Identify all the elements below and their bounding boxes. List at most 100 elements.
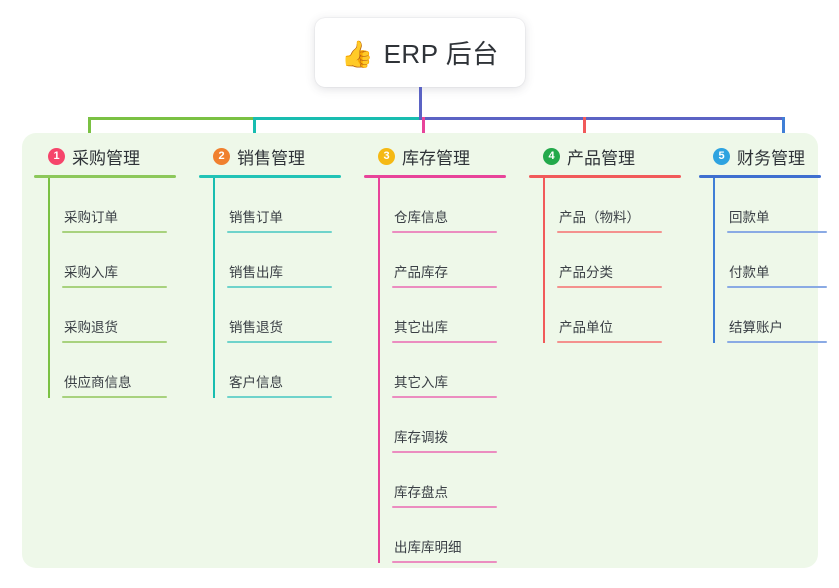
branch-number-badge: 5 bbox=[713, 147, 730, 165]
branch-item-label: 供应商信息 bbox=[64, 375, 132, 390]
branch-item-label: 其它出库 bbox=[394, 320, 448, 335]
branch-item[interactable]: 采购入库 bbox=[48, 233, 184, 288]
connector-bar-segment-2 bbox=[253, 117, 419, 120]
branch-item[interactable]: 供应商信息 bbox=[48, 343, 184, 398]
branch-header-underline bbox=[199, 175, 341, 178]
branch-header-underline bbox=[529, 175, 681, 178]
branch-item-label: 产品（物料） bbox=[559, 210, 640, 225]
branch-item-list: 回款单付款单结算账户 bbox=[699, 178, 829, 343]
branch-item[interactable]: 销售出库 bbox=[213, 233, 349, 288]
branch-item[interactable]: 产品库存 bbox=[378, 233, 514, 288]
branch-item[interactable]: 客户信息 bbox=[213, 343, 349, 398]
connector-trunk bbox=[419, 87, 422, 119]
branch-item-label: 出库库明细 bbox=[394, 540, 462, 555]
branch-item-list: 仓库信息产品库存其它出库其它入库库存调拨库存盘点出库库明细 bbox=[364, 178, 514, 563]
branch-item-label: 回款单 bbox=[729, 210, 770, 225]
connector-drop-4 bbox=[583, 117, 586, 145]
branch-header-underline bbox=[699, 175, 821, 178]
branch-item-label: 产品单位 bbox=[559, 320, 613, 335]
branch-item-underline bbox=[557, 231, 662, 233]
branch-number-badge: 1 bbox=[48, 147, 65, 165]
branch-header-产品管理[interactable]: 4 产品管理 bbox=[529, 143, 689, 169]
branch-item-label: 结算账户 bbox=[729, 320, 783, 335]
root-node-content: 👍 ERP 后台 bbox=[341, 34, 499, 71]
branch-item-label: 库存盘点 bbox=[394, 485, 448, 500]
branch-item[interactable]: 回款单 bbox=[713, 178, 829, 233]
branch-item-underline bbox=[392, 561, 497, 563]
branch-header-库存管理[interactable]: 3 库存管理 bbox=[364, 143, 514, 169]
branch-item[interactable]: 产品单位 bbox=[543, 288, 689, 343]
branch-item-list: 销售订单销售出库销售退货客户信息 bbox=[199, 178, 349, 398]
branch-item[interactable]: 结算账户 bbox=[713, 288, 829, 343]
branch-item-label: 采购订单 bbox=[64, 210, 118, 225]
connector-drop-3 bbox=[422, 117, 425, 145]
branch-item-underline bbox=[557, 286, 662, 288]
branch-item[interactable]: 其它入库 bbox=[378, 343, 514, 398]
branch-title: 产品管理 bbox=[567, 148, 635, 168]
branch-item[interactable]: 销售订单 bbox=[213, 178, 349, 233]
branch-item[interactable]: 产品分类 bbox=[543, 233, 689, 288]
branch-item-label: 采购入库 bbox=[64, 265, 118, 280]
branch-item[interactable]: 其它出库 bbox=[378, 288, 514, 343]
branch-item-underline bbox=[62, 231, 167, 233]
branch-item[interactable]: 采购订单 bbox=[48, 178, 184, 233]
branch-number-badge: 3 bbox=[378, 147, 395, 165]
branch-header-销售管理[interactable]: 2 销售管理 bbox=[199, 143, 349, 169]
thumbs-up-icon: 👍 bbox=[341, 38, 374, 69]
branch-number-badge: 4 bbox=[543, 147, 560, 165]
branch-item-label: 销售出库 bbox=[229, 265, 283, 280]
branch-item-label: 付款单 bbox=[729, 265, 770, 280]
branch-spine bbox=[378, 178, 380, 563]
branch-title: 销售管理 bbox=[237, 148, 305, 168]
branch-item-underline bbox=[62, 396, 167, 398]
branch-item-underline bbox=[392, 506, 497, 508]
branch-item[interactable]: 采购退货 bbox=[48, 288, 184, 343]
branch-item-label: 其它入库 bbox=[394, 375, 448, 390]
connector-drop-1 bbox=[88, 117, 91, 145]
branch-item-underline bbox=[727, 231, 827, 233]
branch-item[interactable]: 销售退货 bbox=[213, 288, 349, 343]
branch-item-underline bbox=[392, 286, 497, 288]
branch-item-underline bbox=[227, 341, 332, 343]
branch-item[interactable]: 付款单 bbox=[713, 233, 829, 288]
branch-item-underline bbox=[727, 341, 827, 343]
branch-item-underline bbox=[227, 231, 332, 233]
branch-item-underline bbox=[392, 396, 497, 398]
branch-item-label: 销售退货 bbox=[229, 320, 283, 335]
branch-item-underline bbox=[727, 286, 827, 288]
branch-item-underline bbox=[227, 286, 332, 288]
branch-header-underline bbox=[364, 175, 506, 178]
branch-item[interactable]: 出库库明细 bbox=[378, 508, 514, 563]
branch-spine bbox=[543, 178, 545, 343]
branch-item[interactable]: 产品（物料） bbox=[543, 178, 689, 233]
branch-number-badge: 2 bbox=[213, 147, 230, 165]
branch-item-list: 采购订单采购入库采购退货供应商信息 bbox=[34, 178, 184, 398]
branch-item-label: 仓库信息 bbox=[394, 210, 448, 225]
branch-item-underline bbox=[392, 341, 497, 343]
branch-column-库存管理: 3 库存管理仓库信息产品库存其它出库其它入库库存调拨库存盘点出库库明细 bbox=[364, 143, 514, 563]
branch-item[interactable]: 库存调拨 bbox=[378, 398, 514, 453]
branch-header-采购管理[interactable]: 1 采购管理 bbox=[34, 143, 184, 169]
branch-column-采购管理: 1 采购管理采购订单采购入库采购退货供应商信息 bbox=[34, 143, 184, 398]
branches-panel bbox=[22, 133, 818, 568]
branch-item-label: 客户信息 bbox=[229, 375, 283, 390]
branch-header-underline bbox=[34, 175, 176, 178]
branch-item-underline bbox=[392, 231, 497, 233]
branch-item-list: 产品（物料） 产品分类产品单位 bbox=[529, 178, 689, 343]
branch-spine bbox=[48, 178, 50, 398]
connector-drop-2 bbox=[253, 117, 256, 145]
connector-drop-5 bbox=[782, 117, 785, 145]
branch-title: 库存管理 bbox=[402, 148, 470, 168]
branch-item[interactable]: 库存盘点 bbox=[378, 453, 514, 508]
branch-item-underline bbox=[392, 451, 497, 453]
branch-item[interactable]: 仓库信息 bbox=[378, 178, 514, 233]
branch-item-label: 产品库存 bbox=[394, 265, 448, 280]
branch-item-label: 库存调拨 bbox=[394, 430, 448, 445]
branch-title: 采购管理 bbox=[72, 148, 140, 168]
root-node-card[interactable]: 👍 ERP 后台 bbox=[315, 18, 525, 87]
branch-item-underline bbox=[62, 286, 167, 288]
branch-item-label: 产品分类 bbox=[559, 265, 613, 280]
connector-bar-segment-3 bbox=[419, 117, 784, 120]
